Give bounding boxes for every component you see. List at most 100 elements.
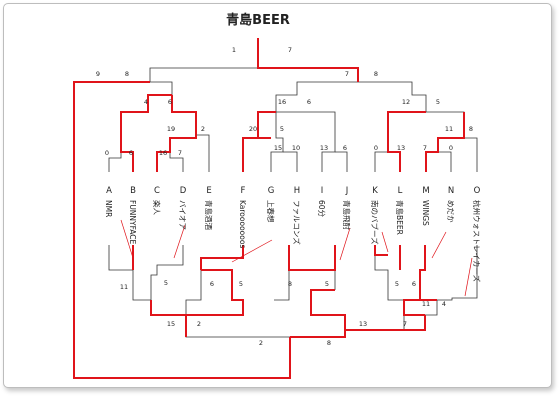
winner-path-lines: [73, 38, 465, 379]
score-semi-left-a: 9: [96, 70, 100, 78]
seed-letter-g: G: [268, 186, 275, 196]
bracket-line: [185, 270, 290, 338]
score-b-semi-right-b: 7: [403, 320, 407, 328]
bracket-line: [132, 270, 151, 301]
winner-line: [288, 245, 336, 271]
score-b-q-ef-b: 5: [239, 280, 243, 288]
team-name-k: 南のバブーズ: [370, 200, 380, 245]
bracket-title: 青島BEER: [226, 12, 290, 28]
score-b-q-right-a: 11: [422, 300, 430, 308]
seed-letter-f: F: [241, 186, 246, 196]
seed-letter-c: C: [154, 186, 160, 196]
score-b-final-a: 2: [259, 339, 263, 347]
winner-line: [425, 112, 465, 172]
winner-line: [257, 38, 359, 82]
winner-line: [186, 269, 244, 316]
team-name-b: FUNNYFACE: [128, 200, 137, 244]
score-r1-gh-b: 10: [292, 144, 300, 152]
team-name-n: めだか: [446, 200, 455, 223]
score-q-left-a: 19: [167, 125, 175, 133]
team-name-f: Karooooooos: [238, 200, 247, 248]
bracket-line: [195, 112, 210, 172]
winner-line: [290, 315, 426, 338]
score-r1-ij-b: 6: [343, 144, 347, 152]
team-name-e: 青島酒酒: [204, 200, 214, 230]
score-q-right-a: 11: [445, 125, 453, 133]
winner-line: [73, 81, 291, 379]
winner-line: [310, 289, 346, 330]
winner-line: [403, 299, 425, 316]
team-name-g: 上春想: [266, 200, 276, 223]
score-r1-mn-b: 0: [449, 144, 453, 152]
score-b-q-left-b: 5: [164, 279, 168, 287]
name-connector-lines: [120, 219, 473, 297]
winner-line: [156, 95, 197, 172]
seed-letter-k: K: [372, 186, 378, 196]
seed-letter-l: L: [398, 186, 403, 196]
team-name-j: 青島飛酎: [342, 200, 352, 230]
score-b-q-left-a: 11: [120, 283, 128, 291]
score-b-q-ef-a: 6: [210, 280, 214, 288]
score-r1-kl-a: 0: [374, 144, 378, 152]
winner-line: [200, 245, 244, 270]
bracket-line: [108, 245, 133, 271]
score-semi-right-b: 8: [374, 70, 378, 78]
winner-line: [374, 245, 388, 256]
bracket-line: [374, 151, 388, 172]
seed-letter-m: M: [422, 186, 429, 196]
team-name-i: 60分: [317, 200, 326, 218]
team-list: ANMRBFUNNYFACEC楽人DバイオアE青島酒酒FKarooooooosG…: [104, 186, 482, 283]
seed-letter-b: B: [130, 186, 136, 196]
name-connector-line: [231, 239, 273, 263]
seed-letter-d: D: [180, 186, 187, 196]
bracket-line: [437, 245, 478, 301]
bracket-line: [274, 270, 290, 301]
score-final-left: 1: [232, 46, 236, 54]
score-r1-cd-b: 7: [178, 149, 182, 157]
score-semi-left-b: 8: [125, 70, 129, 78]
team-name-a: NMR: [104, 200, 113, 217]
score-q-mid-b: 5: [280, 125, 284, 133]
score-b-q-klmno-b: 6: [412, 280, 416, 288]
name-connector-line: [339, 227, 351, 261]
score-r2-left-b: 6: [168, 98, 172, 106]
score-q-mid-a: 20: [249, 125, 257, 133]
score-r1-kl-b: 13: [397, 144, 405, 152]
bracket-line: [150, 245, 184, 300]
score-r2-left-a: 4: [144, 98, 148, 106]
team-name-l: 青島BEER: [395, 200, 405, 235]
seed-letter-i: I: [321, 186, 324, 196]
winner-line: [150, 300, 187, 337]
score-b-q-hij-a: 8: [288, 280, 292, 288]
bracket-line: [108, 111, 148, 172]
score-q-right-b: 8: [469, 125, 473, 133]
name-connector-line: [431, 231, 447, 259]
seed-letter-o: O: [474, 186, 481, 196]
score-b-q-right-b: 4: [442, 300, 446, 308]
bracket-line: [283, 151, 298, 172]
winner-line: [387, 111, 426, 172]
bracket-line: [438, 151, 452, 172]
bracket-line: [275, 81, 358, 172]
seed-letter-j: J: [345, 186, 349, 196]
score-r1-ab-b: 6: [129, 149, 133, 157]
name-connector-line: [464, 257, 473, 297]
score-r2-right-a: 12: [402, 98, 410, 106]
score-b-semi-left-a: 15: [167, 320, 175, 328]
score-r2-mid-b: 6: [307, 98, 311, 106]
bracket-line: [358, 81, 478, 172]
score-r1-ab-a: 0: [105, 149, 109, 157]
bracket-line: [149, 67, 258, 95]
name-connector-line: [120, 219, 134, 259]
winner-line: [419, 245, 437, 301]
team-name-d: バイオア: [178, 200, 187, 230]
seed-letter-a: A: [106, 186, 112, 196]
score-b-semi-right-a: 13: [359, 320, 367, 328]
score-q-left-b: 2: [201, 125, 205, 133]
score-r1-gh-a: 15: [274, 144, 282, 152]
team-name-c: 楽人: [152, 200, 162, 215]
score-b-semi-left-b: 2: [197, 320, 201, 328]
score-final-right: 7: [288, 46, 292, 54]
